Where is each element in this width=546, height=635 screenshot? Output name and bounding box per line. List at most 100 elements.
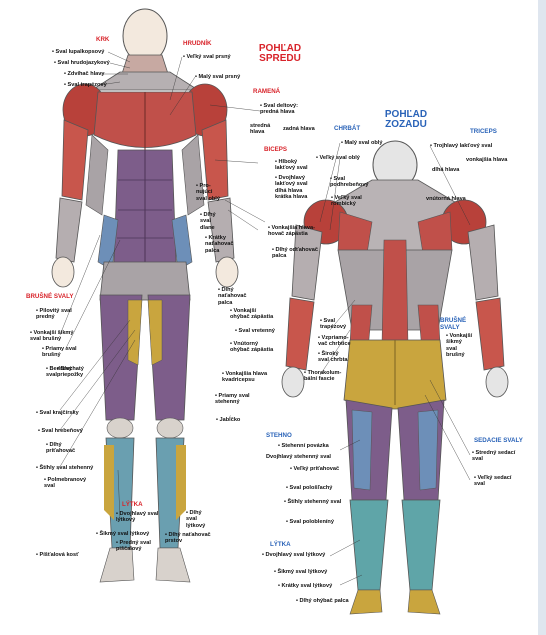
label-pilovity-sval: • Pilovitý sval predný [36,308,72,321]
label-dlhy-sval-lytkovy: • Dlhý sval lýtkový [186,510,205,529]
label-zdvihac-hlavy: • Zdvíhač hlavy [64,71,105,77]
label-stihly-stehenny-back: • Štíhly stehenný sval [284,499,341,505]
label-sikmy-lytkovy-back: • Šikmý sval lýtkový [274,569,327,575]
label-predny-sval-piscalovy: • Predný sval piščalový [116,540,151,553]
front-trapezius [92,72,198,90]
label-sval-hrudojazykovy: • Sval hrudojazykový [54,60,110,66]
back-hamstring-blue-r [418,410,438,490]
label-priamy-sval-stehenny: • Priamy sval stehenný [215,393,250,406]
label-jablcko: • Jabĺčko [216,417,240,423]
front-foot-l [100,548,134,582]
label-priamy-sval-brusny: • Priamy sval brušný [42,346,77,359]
section-lytka-front: LÝTKA [122,501,143,508]
label-velky-pritahovac: • Veľký priťahovač [290,466,339,472]
front-figure [52,9,238,582]
label-polmebranovy-sval: • Polmebranový sval [44,477,86,490]
section-hrudnik: HRUDNÍK [183,40,212,47]
section-triceps: TRICEPS [470,128,497,135]
label-hlboky-laktovy: • Hlboký lakťový sval [275,159,308,172]
label-stehenni-povazka: • Stehenní povázka [278,443,329,449]
label-dlhy-natahovac-prstov: • Dlhý naťahovač prstov [165,532,211,545]
front-adductor-yellow-r [148,300,162,365]
back-forearm-l [286,298,314,370]
front-upper-arm-l [62,120,88,200]
back-hand-r [486,367,508,397]
label-dlhy-ohybac-palca: • Dlhý ohýbač palca [296,598,349,604]
front-serratus [86,135,108,215]
front-serratus-r [182,135,204,215]
section-lytka-back: LÝTKA [270,541,291,548]
back-foot-r [408,590,440,614]
label-dvojhlavy-lytkovy-back: • Dvojhlavý sval lýtkový [262,552,325,558]
label-dlhy-odtahovac-palca: • Dlhý odťahovač palca [272,247,318,260]
label-velky-sval-rombicky: • Veľký sval rombický [331,195,362,208]
back-hand-l [282,367,304,397]
label-trojhlavy-laktovy: • Trojhlavý lakťový sval [430,143,492,149]
front-knee-l [107,418,133,438]
section-brusne-back: BRUŠNÉ SVALY [440,317,466,331]
label-vonkajsia-hlava: vonkajšia hlava [466,157,507,163]
front-calf-yellow-r [176,445,186,520]
label-dlhy-natahovac-palca: • Dlhý naťahovač palca [218,287,247,306]
label-sval-hrebenovy: • Sval hrebeňový [38,428,83,434]
label-sval-trapezovy-front: • Sval trapézový [64,82,107,88]
label-maly-sval-obly: • Malý sval oblý [341,140,382,146]
front-hip [100,262,190,300]
label-blachaty-priepozky: • Blachatý priepožky [57,366,84,379]
back-calf-l [350,500,388,590]
front-hand-r [216,257,238,287]
label-sval-trapezovy-back: • Sval trapézový [320,318,346,331]
label-dvojhlavy-sval-lytkovy-front: • Dvojhlavý sval lýtkový [116,511,158,524]
label-sval-poloblenny: • Sval polobleníný [286,519,334,525]
label-vzpriamovac-chrbtice: • Vzpriamo- vač chrbtice [318,335,351,348]
label-sval-krajcirsky: • Sval krajčírsky [36,410,79,416]
label-sval-polosl: • Sval pološľachý [286,485,332,491]
label-stihly-sval-stehenny: • Štíhly sval stehenný [36,465,93,471]
front-hand-l [52,257,74,287]
label-sval-podhrebenovy: • Sval podhrebeňový [330,176,369,189]
label-zadna-hlava: zadná hlava [283,126,315,132]
label-kratky-lytkovy: • Krátky sval lýtkový [278,583,332,589]
heading-front-view: POHĽAD SPREDU [252,44,308,64]
label-velky-sedaci: • Veľký sedací sval [474,475,511,488]
label-dlhy-sval-dlane: • Dlhý sval dlane [200,212,216,231]
label-sval-deltovy: • Sval deltový: predná hlava [260,103,298,116]
section-ramena: RAMENÁ [253,88,280,95]
label-thorakolumbalni-fascie: • Thorakolum- bální fascie [304,370,341,383]
label-kratky-natahovac: • Krátky naťahovač palca [205,235,234,254]
label-maly-sval-prsny: • Malý sval prsný [195,74,240,80]
label-pronujuci-sval: • Pro- nujúci sval oblý [196,183,220,202]
back-erector [382,240,408,345]
back-calf-r [402,500,440,590]
label-sikmy-sval-lytkovy-front: • Šikmý sval lýtkový [96,531,149,537]
label-dvojhlavy-stehenny: Dvojhlavý stehenný sval [266,454,331,460]
label-velky-sval-prsny: • Veľký sval prsný [183,54,231,60]
front-adductor-yellow-l [128,300,142,365]
front-forearm-l [56,198,82,262]
label-sval-vretenny: • Sval vretenný [235,328,275,334]
label-stredna-hlava: stredná hlava [250,123,270,136]
section-chrbat: CHRBÁT [334,125,360,132]
back-forearm-r [476,298,504,370]
label-vnutorna-hlava: vnútorná hlava [426,196,466,202]
label-pistalova-kost: • Píšťalová kosť [36,552,79,558]
section-stehno: STEHNO [266,432,292,439]
label-sval-lupalkopsovy: • Sval lupalkopsový [52,49,104,55]
section-biceps: BICEPS [264,146,287,153]
label-vonkajsi-sikmy-back: • Vonkajší šikmý sval brušný [446,333,472,359]
section-brusne-front: BRUŠNÉ SVALY [26,293,73,300]
front-foot-r [156,548,190,582]
section-krk: KRK [96,36,109,43]
label-vonkajsi-sikmy-front: • Vonkajší šikmý sval brušný [30,330,74,343]
back-foot-l [350,590,382,614]
label-dvojhlavy-laktovy: • Dvojhlavý lakťový sval dlhá hlava krát… [275,175,308,201]
label-stredny-sedaci: • Stredný sedací sval [472,450,515,463]
front-calf-yellow-l [104,445,114,520]
label-vnutorny-ohybac: • Vnútorný ohýbač zápästia [230,341,273,354]
label-siroky-sval-chrbta: • Široký sval chrbta [318,351,348,364]
label-vonkajsia-hlava-hovac: • Vonkajšia hlava- hovač zápästia [268,225,315,238]
label-dlha-hlava: dlhá hlava [432,167,459,173]
heading-back-view: POHĽAD ZOZADU [378,110,434,130]
label-vonkajsi-ohybac: • Vonkajší ohýbač zápästia [230,308,273,321]
label-vonkajsia-hlava-kvadricepsu: • Vonkajšia hlava kvadricepsu [222,371,267,384]
